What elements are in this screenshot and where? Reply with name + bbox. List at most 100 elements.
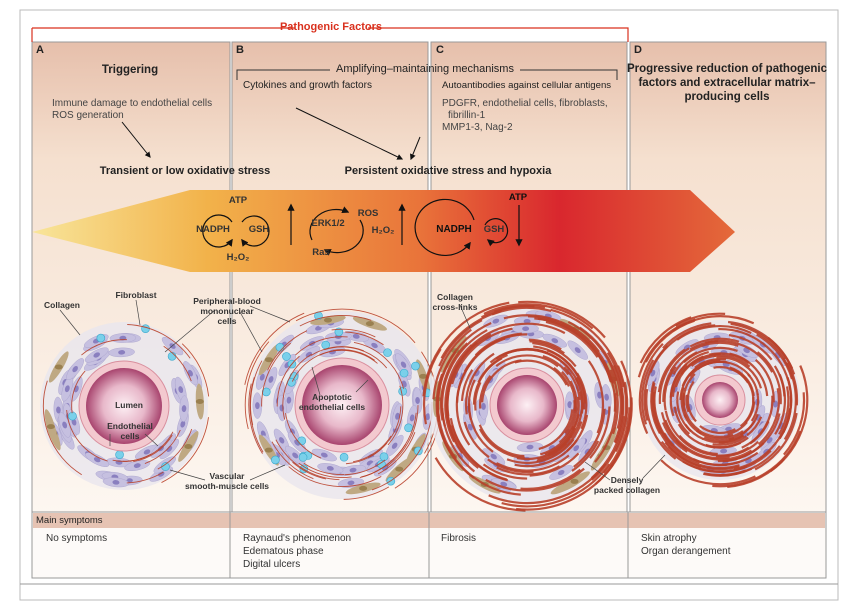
panel-letter-d: D bbox=[634, 44, 642, 56]
collagen-fiber bbox=[439, 428, 521, 496]
cytokines-label: Cytokines and growth factors bbox=[243, 80, 372, 91]
collagen-fiber bbox=[548, 427, 577, 455]
collagen-fiber bbox=[276, 355, 300, 407]
collagen-fiber bbox=[716, 356, 763, 389]
nadph-label: NADPH bbox=[196, 224, 230, 235]
crosslinks-label-1: Collagen bbox=[437, 292, 473, 302]
collagen-fiber bbox=[267, 330, 308, 371]
collagen-fiber bbox=[444, 344, 473, 443]
collagen-fiber bbox=[495, 354, 559, 368]
collagen-fiber bbox=[606, 351, 625, 444]
collagen-fiber bbox=[546, 349, 587, 404]
cell-nucleus bbox=[567, 401, 573, 409]
collagen-fiber bbox=[767, 336, 794, 369]
collagen-fiber bbox=[295, 336, 348, 356]
collagen-fiber bbox=[496, 465, 561, 476]
collagen-fiber bbox=[331, 328, 376, 338]
collagen-fiber bbox=[718, 328, 790, 382]
collagen-fiber bbox=[539, 425, 575, 456]
cell-nucleus bbox=[264, 357, 273, 363]
collagen-fiber bbox=[324, 346, 388, 369]
collagen-fiber bbox=[42, 380, 82, 476]
collagen-fiber bbox=[650, 381, 661, 434]
mononuclear-cell bbox=[115, 450, 124, 459]
collagen-fiber bbox=[614, 381, 629, 453]
mononuclear-cell bbox=[399, 368, 409, 378]
collagen-fiber bbox=[470, 322, 566, 348]
cell-nucleus bbox=[391, 442, 398, 449]
collagen-fiber bbox=[671, 365, 689, 397]
cycle-arrows bbox=[202, 198, 523, 256]
collagen-fiber bbox=[705, 339, 774, 373]
cell-nucleus bbox=[415, 396, 420, 404]
cell-nucleus bbox=[133, 463, 141, 468]
vessel-atrophic bbox=[637, 312, 809, 488]
h2o2-label: H₂O₂ bbox=[226, 252, 250, 263]
erk-label: ERK1/2 bbox=[311, 218, 345, 229]
collagen-fiber bbox=[386, 405, 419, 467]
collagen-fiber bbox=[602, 407, 631, 474]
symptom-a-1: No symptoms bbox=[46, 533, 108, 544]
collagen-fiber bbox=[261, 342, 292, 407]
collagen-fiber bbox=[285, 412, 322, 459]
endothelial-label-2: cells bbox=[120, 431, 140, 441]
collagen-fiber bbox=[769, 365, 809, 473]
pathogenic-factors-title: Pathogenic Factors bbox=[279, 21, 383, 33]
collagen-fiber bbox=[528, 338, 562, 351]
atp-label-2: ATP bbox=[508, 192, 528, 203]
collagen-fiber bbox=[434, 457, 526, 512]
symptom-d-2: Organ derangement bbox=[641, 546, 731, 557]
collagen-fiber bbox=[757, 388, 780, 446]
cell-nucleus bbox=[500, 481, 508, 487]
collagen-fiber bbox=[594, 397, 633, 486]
mononuclear-cell bbox=[411, 361, 420, 371]
symptom-b-1: Raynaud's phenomenon bbox=[243, 533, 352, 544]
collagen-fiber bbox=[495, 454, 570, 472]
collagen-fiber bbox=[360, 412, 417, 478]
cell-nucleus bbox=[264, 447, 273, 453]
cell-nucleus bbox=[395, 412, 400, 420]
collagen-fiber bbox=[692, 451, 759, 466]
collagen-fiber bbox=[575, 376, 586, 410]
pbmc-label-3: cells bbox=[217, 316, 237, 326]
collagen-fiber bbox=[661, 422, 688, 453]
collagen-fiber bbox=[532, 341, 577, 368]
collagen-fiber bbox=[477, 353, 508, 383]
collagen-fiber bbox=[181, 343, 210, 397]
collagen-fiber bbox=[288, 466, 382, 487]
collagen-fiber bbox=[518, 300, 606, 339]
collagen-fiber bbox=[545, 320, 599, 358]
collagen-fiber bbox=[479, 375, 492, 409]
triggering-title: Triggering bbox=[101, 64, 159, 76]
collagen-fiber bbox=[664, 410, 717, 457]
h2o2-label-2: H₂O₂ bbox=[371, 225, 395, 236]
collagen-fiber bbox=[694, 357, 727, 369]
collagen-fiber bbox=[675, 312, 726, 327]
collagen-fiber bbox=[478, 424, 525, 458]
label-leaders bbox=[59, 299, 666, 481]
panel-letter-b: B bbox=[236, 44, 244, 56]
collagen-fiber bbox=[567, 320, 618, 381]
collagen-fiber bbox=[689, 360, 728, 377]
dense-label-2: packed collagen bbox=[593, 485, 661, 495]
cell-nucleus bbox=[255, 402, 260, 410]
cell-nucleus bbox=[359, 485, 368, 491]
panel-letter-c: C bbox=[436, 44, 444, 56]
collagen-fiber bbox=[750, 393, 760, 422]
mononuclear-cell bbox=[297, 436, 307, 446]
cell-nucleus bbox=[305, 351, 313, 358]
collagen-fiber bbox=[503, 314, 601, 353]
collagen-fiber bbox=[609, 369, 619, 435]
collagen-fiber bbox=[682, 449, 772, 473]
collagen-fiber bbox=[298, 462, 352, 478]
collagen-fiber bbox=[501, 463, 611, 508]
fibroblast-label: Fibroblast bbox=[115, 290, 157, 300]
collagen-fiber bbox=[658, 430, 740, 470]
collagen-fiber bbox=[658, 347, 690, 404]
collagen-fiber bbox=[542, 355, 570, 376]
cell-nucleus bbox=[195, 398, 204, 404]
cell-nucleus bbox=[72, 365, 78, 373]
lumen-label: Lumen bbox=[115, 400, 143, 410]
collagen-fiber bbox=[778, 386, 790, 435]
collagen-fiber bbox=[782, 357, 797, 441]
